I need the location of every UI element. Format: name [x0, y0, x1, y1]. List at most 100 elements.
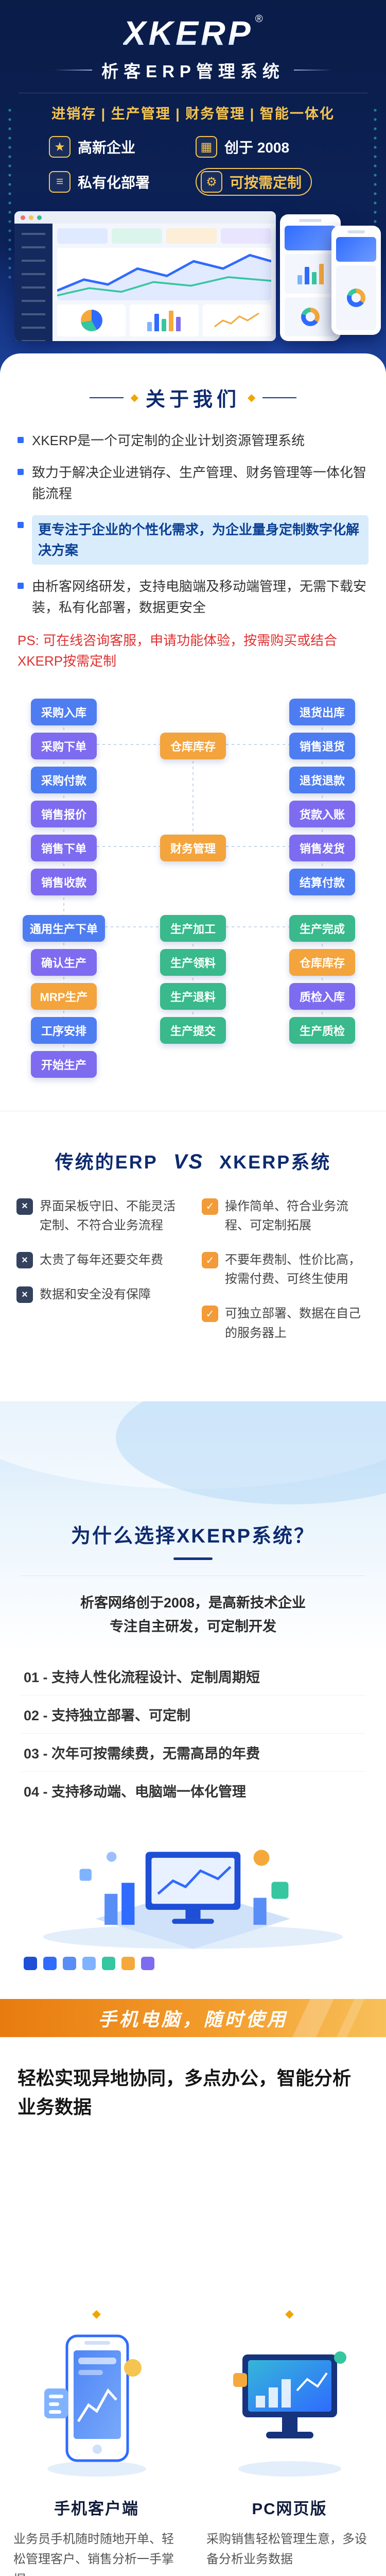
- traditional-erp-column: × 界面呆板守旧、不能灵活定制、不符合业务流程 × 太贵了每年还要交年费 × 数…: [16, 1197, 184, 1358]
- pro-item: ✓ 可独立部署、数据在自己的服务器上: [202, 1304, 370, 1342]
- building-icon: ▦: [196, 136, 217, 158]
- check-icon: ✓: [202, 1306, 218, 1323]
- flow-node: 销售收款: [31, 868, 97, 895]
- why-item: 02 - 支持独立部署、可定制: [21, 1696, 365, 1734]
- vs-right-title: XKERP系统: [219, 1151, 331, 1173]
- flow-node: 仓库库存: [160, 732, 226, 759]
- brand-logo: XKERP: [123, 14, 253, 52]
- badge-label: 创于 2008: [224, 140, 290, 156]
- feature-badges: ★ 高新企业 ▦ 创于 2008 ≡ 私有化部署 ⚙ 可按需定制: [49, 136, 337, 196]
- about-title: 关于我们: [145, 389, 240, 411]
- browser-bar: [14, 211, 276, 224]
- pc-card-title: PC网页版: [252, 2499, 327, 2518]
- flow-node: 结算付款: [289, 868, 355, 895]
- flow-node: 生产提交: [160, 1016, 226, 1044]
- about-points: XKERP是一个可定制的企业计划资源管理系统 致力于解决企业进销存、生产管理、财…: [17, 430, 369, 618]
- title-underline: [173, 1557, 213, 1560]
- tech-illustration: [21, 1823, 365, 1971]
- hero-subtitle-row: 析客ERP管理系统: [0, 58, 386, 82]
- about-point-text: XKERP是一个可定制的企业计划资源管理系统: [32, 433, 305, 448]
- about-point-text: 由析客网络研发，支持电脑端及移动端管理，无需下载安装，私有化部署，数据更安全: [32, 579, 367, 615]
- product-name: 析客ERP管理系统: [101, 62, 285, 81]
- usage-banner: 手机电脑，随时使用: [0, 1999, 386, 2038]
- flow-node: 通用生产下单: [23, 914, 105, 942]
- about-point-text: 致力于解决企业进销存、生产管理、财务管理等一体化智能流程: [32, 465, 367, 501]
- why-choose-section: 为什么选择XKERP系统？ 析客网络创于2008，是高新技术企业 专注自主研发，…: [0, 1401, 386, 1999]
- flow-node: MRP生产: [31, 982, 97, 1010]
- illustration-icons: [21, 1957, 365, 1971]
- bullet-icon: [17, 521, 24, 528]
- diamond-icon: ◆: [285, 2307, 294, 2320]
- check-icon: ✓: [202, 1252, 218, 1269]
- spacer: [0, 2122, 386, 2307]
- cross-icon: ×: [16, 1286, 33, 1303]
- medal-icon: ★: [49, 136, 71, 158]
- decor-line-right: [293, 70, 332, 71]
- why-intro-line1: 析客网络创于2008，是高新技术企业: [80, 1595, 306, 1611]
- usage-banner-text: 手机电脑，随时使用: [98, 2009, 288, 2030]
- check-icon: ✓: [202, 1198, 218, 1215]
- pie-chart: [57, 304, 126, 336]
- about-point: XKERP是一个可定制的企业计划资源管理系统: [17, 430, 369, 451]
- why-item: 04 - 支持移动端、电脑端一体化管理: [24, 1784, 247, 1800]
- usage-section: 轻松实现异地协同，多点办公，智能分析业务数据 ◆: [0, 2037, 386, 2576]
- vs-label: VS: [173, 1150, 204, 1173]
- pro-text: 可独立部署、数据在自己的服务器上: [225, 1307, 361, 1340]
- pc-web-card: ◆: [193, 2307, 386, 2570]
- pro-item: ✓ 操作简单、符合业务流程、可定制拓展: [202, 1197, 370, 1235]
- cross-icon: ×: [16, 1252, 33, 1269]
- module-flowchart: 采购入库 退货出库 采购下单 仓库库存 销售退货 采购付款 退货退款 销售报价 …: [10, 693, 376, 1083]
- stat-card: [221, 228, 271, 244]
- flow-node: 销售报价: [31, 800, 97, 827]
- pro-text: 操作简单、符合业务流程、可定制拓展: [225, 1199, 348, 1232]
- xkerp-column: ✓ 操作简单、符合业务流程、可定制拓展 ✓ 不要年费制、性价比高，按需付费、可终…: [202, 1197, 370, 1358]
- why-inner: 为什么选择XKERP系统？ 析客网络创于2008，是高新技术企业 专注自主研发，…: [0, 1401, 386, 1999]
- usage-headline: 轻松实现异地协同，多点办公，智能分析业务数据: [17, 2067, 352, 2117]
- page-content: ◆ 关于我们 ◆ XKERP是一个可定制的企业计划资源管理系统 致力于解决企业进…: [0, 353, 386, 2576]
- about-point: 致力于解决企业进销存、生产管理、财务管理等一体化智能流程: [17, 462, 369, 504]
- flow-node: 生产领料: [160, 948, 226, 976]
- badge-customizable: ⚙ 可按需定制: [196, 168, 312, 196]
- dashboard-screenshots: [0, 210, 386, 350]
- server-icon: ≡: [49, 171, 71, 193]
- logo-row: XKERP®: [0, 0, 386, 53]
- con-text: 太贵了每年还要交年费: [40, 1253, 163, 1267]
- flow-node: 销售退货: [289, 732, 355, 759]
- gear-icon: ⚙: [201, 171, 222, 193]
- line-chart-svg: [57, 253, 271, 300]
- mini-charts: [57, 304, 271, 336]
- phone-donut-chart: [285, 297, 336, 336]
- erp-mobile-screenshot: [280, 214, 341, 341]
- hero-section: XKERP® 析客ERP管理系统 进销存 | 生产管理 | 财务管理 | 智能一…: [0, 0, 386, 376]
- flow-node: 生产质检: [289, 1016, 355, 1044]
- cross-icon: ×: [16, 1198, 33, 1215]
- pro-text: 不要年费制、性价比高，按需付费、可终生使用: [225, 1253, 361, 1286]
- why-intro: 析客网络创于2008，是高新技术企业 专注自主研发，可定制开发: [21, 1575, 365, 1639]
- phone-bar-chart: [285, 254, 336, 294]
- stat-cards: [57, 228, 271, 244]
- about-section: ◆ 关于我们 ◆ XKERP是一个可定制的企业计划资源管理系统 致力于解决企业进…: [0, 353, 386, 685]
- stat-card: [166, 228, 217, 244]
- badge-label: 可按需定制: [230, 175, 302, 191]
- erp-window: [14, 224, 276, 341]
- flow-node: 开始生产: [31, 1050, 97, 1078]
- flow-node: 退货退款: [289, 766, 355, 793]
- pc-illustration: [206, 2328, 373, 2482]
- why-intro-line2: 专注自主研发，可定制开发: [110, 1618, 276, 1634]
- mobile-card-desc: 业务员手机随时随地开单、轻松管理客户、销售分析一手掌握: [13, 2532, 174, 2576]
- spark-chart: [202, 304, 271, 336]
- title-line: [262, 397, 297, 398]
- module-flowchart-section: 采购入库 退货出库 采购下单 仓库库存 销售退货 采购付款 退货退款 销售报价 …: [0, 685, 386, 1111]
- badge-hightech-enterprise: ★ 高新企业: [49, 136, 190, 158]
- con-text: 数据和安全没有保障: [40, 1287, 151, 1302]
- trademark-symbol: ®: [255, 13, 263, 25]
- decor-dots-left: [6, 106, 14, 281]
- stat-card: [57, 228, 108, 244]
- phone-header: [336, 237, 376, 262]
- flow-node: 质检入库: [289, 982, 355, 1010]
- flow-node: 采购下单: [31, 732, 97, 759]
- title-line: [89, 397, 124, 398]
- diamond-icon: ◆: [130, 392, 138, 403]
